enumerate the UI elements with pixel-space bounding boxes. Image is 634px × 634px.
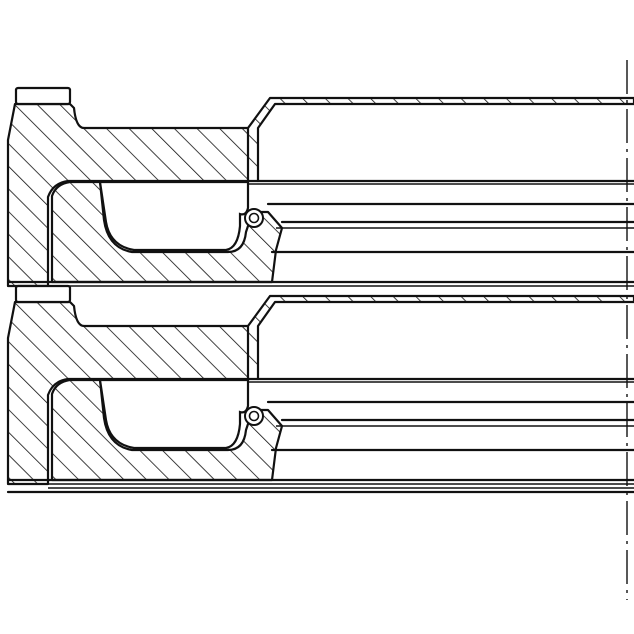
seal-row-top xyxy=(6,86,634,288)
seal-row-bottom xyxy=(6,284,634,486)
